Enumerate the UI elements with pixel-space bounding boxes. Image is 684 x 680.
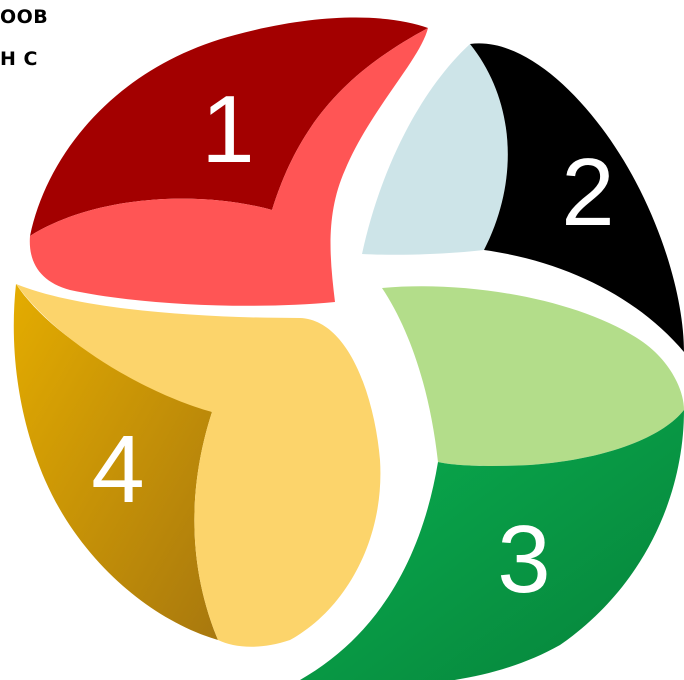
segment-3-number: 3 [497,506,550,613]
segment-4-number: 4 [91,416,144,523]
segment-1: 1 [30,18,428,306]
segment-1-number: 1 [201,76,254,183]
segment-2-number: 2 [561,139,614,246]
segment-4: 4 [14,284,381,647]
segment-3-light [382,286,684,466]
